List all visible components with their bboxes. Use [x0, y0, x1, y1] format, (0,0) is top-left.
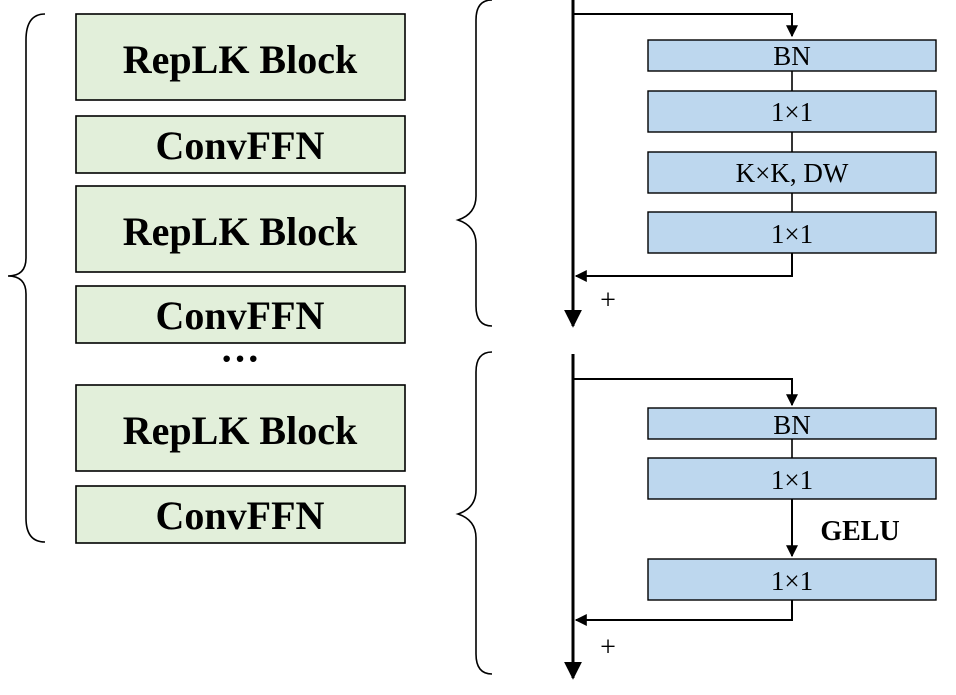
svg-text:BN: BN: [773, 410, 811, 440]
stage-block-label: RepLK Block: [123, 37, 358, 82]
stage-block-label: ConvFFN: [156, 123, 325, 168]
stage-block-4: RepLK Block: [75, 384, 406, 472]
stage-brace: [7, 13, 46, 543]
stage-block-1: ConvFFN: [75, 115, 406, 174]
replk-layer-conv1x1-b: 1×1: [647, 211, 937, 254]
convffn-layer-conv1x1-a: 1×1: [647, 457, 937, 500]
replk-brace: [455, 0, 493, 327]
stage-block-3: ConvFFN: [75, 285, 406, 344]
svg-text:1×1: 1×1: [771, 219, 813, 249]
svg-text:K×K, DW: K×K, DW: [736, 158, 849, 188]
svg-text:BN: BN: [773, 41, 811, 71]
stage-block-label: RepLK Block: [123, 209, 358, 254]
convffn-branch-return: [574, 600, 793, 626]
stage-block-label: ConvFFN: [156, 493, 325, 538]
replk-branch-return: [574, 253, 793, 282]
replk-detail: BN 1×1 K×K, DW 1×1 +: [564, 0, 937, 328]
stage-block-5: ConvFFN: [75, 485, 406, 544]
convffn-branch-out: [573, 378, 798, 407]
replk-layer-bn: BN: [647, 39, 937, 72]
replk-sum-symbol: +: [600, 285, 616, 316]
stage-ellipsis: ···: [220, 336, 260, 381]
svg-text:1×1: 1×1: [771, 566, 813, 596]
replk-branch-out: [573, 13, 798, 38]
convffn-detail: BN 1×1 GELU 1×1 +: [564, 354, 937, 680]
convffn-brace: [455, 351, 493, 675]
convffn-layer-bn: BN: [647, 407, 937, 440]
convffn-layer-conv1x1-b: 1×1: [647, 558, 937, 601]
stage-block-label: ConvFFN: [156, 293, 325, 338]
svg-text:1×1: 1×1: [771, 465, 813, 495]
stage-block-label: RepLK Block: [123, 408, 358, 453]
convffn-sum-symbol: +: [600, 632, 616, 663]
svg-text:1×1: 1×1: [771, 97, 813, 127]
replk-layer-conv1x1-a: 1×1: [647, 90, 937, 133]
convffn-gelu-label: GELU: [820, 516, 899, 547]
stage-block-0: RepLK Block: [75, 13, 406, 101]
stage-block-2: RepLK Block: [75, 185, 406, 273]
replk-layer-kxk-dw: K×K, DW: [647, 151, 937, 194]
